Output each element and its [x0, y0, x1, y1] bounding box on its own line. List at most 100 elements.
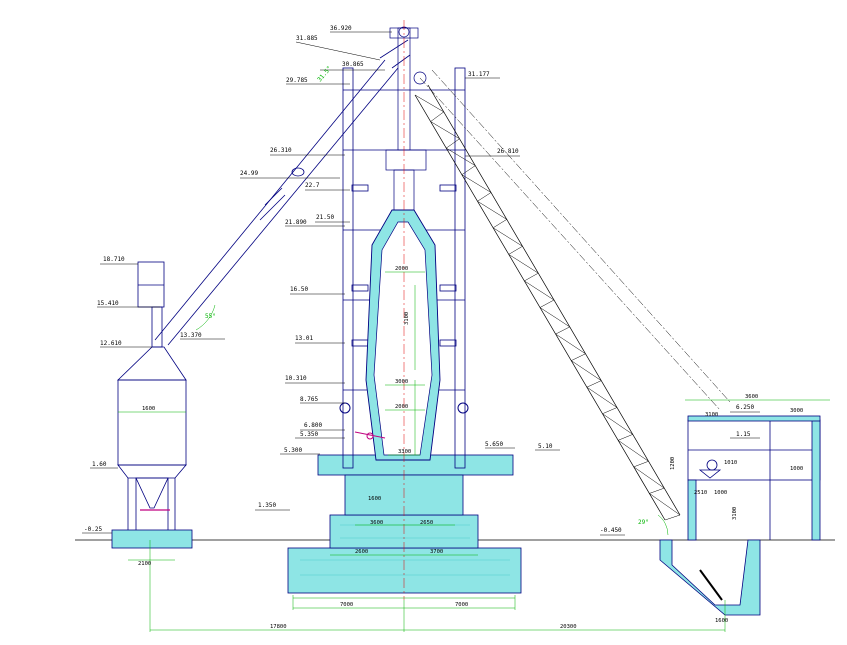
left-bin-footing: [111, 529, 193, 549]
dimension-lines: [118, 271, 830, 632]
dimension-label: 1000: [714, 490, 727, 496]
truss-diagonal: [602, 413, 633, 435]
elevation-label: 5.350: [300, 431, 318, 438]
elevation-label: 15.410: [97, 300, 119, 307]
elevation-label: 31.177: [468, 71, 490, 78]
right-building: [687, 415, 821, 541]
elevation-label: 26.310: [270, 147, 292, 154]
elevation-label: 24.99: [240, 170, 258, 177]
elevation-label: 16.50: [290, 286, 308, 293]
truss-diagonal: [649, 487, 665, 494]
dimension-label: 1600: [368, 496, 381, 502]
elevation-label: 18.710: [103, 256, 125, 263]
dimension-label: 3600: [370, 520, 383, 526]
elevation-label: 5.10: [538, 443, 553, 450]
truss-diagonal: [492, 227, 523, 247]
furnace-tower-frame: [342, 67, 466, 469]
truss-diagonal: [586, 386, 618, 408]
dimension-label: 17800: [270, 624, 287, 630]
truss-diagonal: [571, 360, 602, 381]
elevation-label: 30.865: [342, 61, 364, 68]
dimension-label: 3000: [395, 379, 408, 385]
dimension-label: 1000: [790, 466, 803, 472]
truss-diagonal: [477, 192, 492, 202]
truss-diagonal: [571, 353, 586, 361]
truss-diagonal: [524, 280, 555, 301]
elevation-label: 1.15: [736, 431, 751, 438]
dimension-label: 2000: [395, 266, 408, 272]
truss-diagonal: [492, 219, 507, 229]
dimension-label: 2510: [694, 490, 707, 496]
elevation-label: 13.370: [180, 332, 202, 339]
dimension-label: 20300: [560, 624, 577, 630]
furnace-foundation: [287, 454, 522, 594]
elevation-label: 6.250: [736, 404, 754, 411]
elevation-label: 29.785: [286, 77, 308, 84]
elevation-label: 22.7: [305, 182, 320, 189]
truss-diagonal: [618, 434, 633, 441]
truss-diagonal: [539, 299, 555, 308]
elevation-label: 1.60: [92, 461, 107, 468]
truss-diagonal: [617, 440, 649, 462]
elevation-label: 21.50: [316, 214, 334, 221]
furnace-lining: [373, 221, 433, 456]
truss-diagonal: [633, 466, 665, 489]
truss-diagonal: [430, 121, 460, 139]
elevation-label: -0.450: [600, 527, 622, 534]
dimension-label: 3700: [430, 549, 443, 555]
dimension-label: 2650: [420, 520, 433, 526]
truss-diagonal: [633, 461, 649, 468]
left-storage-bin: [117, 261, 187, 530]
truss-diagonal: [414, 94, 444, 113]
dimension-label: 3100: [705, 412, 718, 418]
elevation-label: 6.800: [304, 422, 322, 429]
truss-diagonal: [586, 380, 602, 388]
dimension-label: 3100: [732, 507, 738, 520]
dimension-label: 7000: [455, 602, 468, 608]
left-inclined-bridge: [154, 39, 411, 346]
truss-diagonal: [555, 333, 586, 354]
elevation-label: 8.765: [300, 396, 318, 403]
truss-diagonal: [461, 165, 476, 175]
angle-label: 55°: [205, 313, 216, 320]
dimension-label: 3100: [404, 312, 410, 325]
dimension-label: 2600: [355, 549, 368, 555]
truss-diagonal: [446, 147, 476, 166]
elevation-label: 12.610: [100, 340, 122, 347]
right-hoist-line: [419, 69, 731, 411]
elevation-label: 26.810: [497, 148, 519, 155]
elevation-label: 5.300: [284, 447, 302, 454]
elevation-label: 1.350: [258, 502, 276, 509]
truss-diagonal: [649, 493, 681, 516]
elevation-label: 21.890: [285, 219, 307, 226]
dimension-label: 2000: [395, 404, 408, 410]
elevation-leaders: [82, 31, 760, 536]
dimension-label: 2100: [138, 561, 151, 567]
elevation-label: 31.885: [296, 35, 318, 42]
truss-diagonal: [430, 111, 444, 122]
truss-web: [414, 94, 681, 521]
right-bucket: [699, 569, 723, 601]
dimension-label: 3000: [790, 408, 803, 414]
truss-diagonal: [508, 254, 539, 274]
truss-diagonal: [508, 246, 523, 255]
truss-diagonal: [664, 514, 681, 521]
angle-label: 29°: [638, 519, 649, 526]
truss-diagonal: [602, 407, 618, 414]
dimension-label: 7000: [340, 602, 353, 608]
furnace-top: [385, 26, 427, 211]
elevation-label: 36.920: [330, 25, 352, 32]
elevation-label: 13.01: [295, 335, 313, 342]
elevation-label: 5.650: [485, 441, 503, 448]
truss-diagonal: [555, 326, 570, 335]
elevation-label: -0.25: [84, 526, 102, 533]
dimension-label: 3300: [398, 449, 411, 455]
truss-diagonal: [446, 138, 460, 149]
dimension-label: 1600: [715, 618, 728, 624]
dimension-label: 3600: [745, 394, 758, 400]
truss-diagonal: [461, 174, 492, 193]
truss-diagonal: [477, 201, 507, 220]
angle-label: 31.5°: [316, 65, 333, 83]
dimension-label: 1600: [142, 406, 155, 412]
